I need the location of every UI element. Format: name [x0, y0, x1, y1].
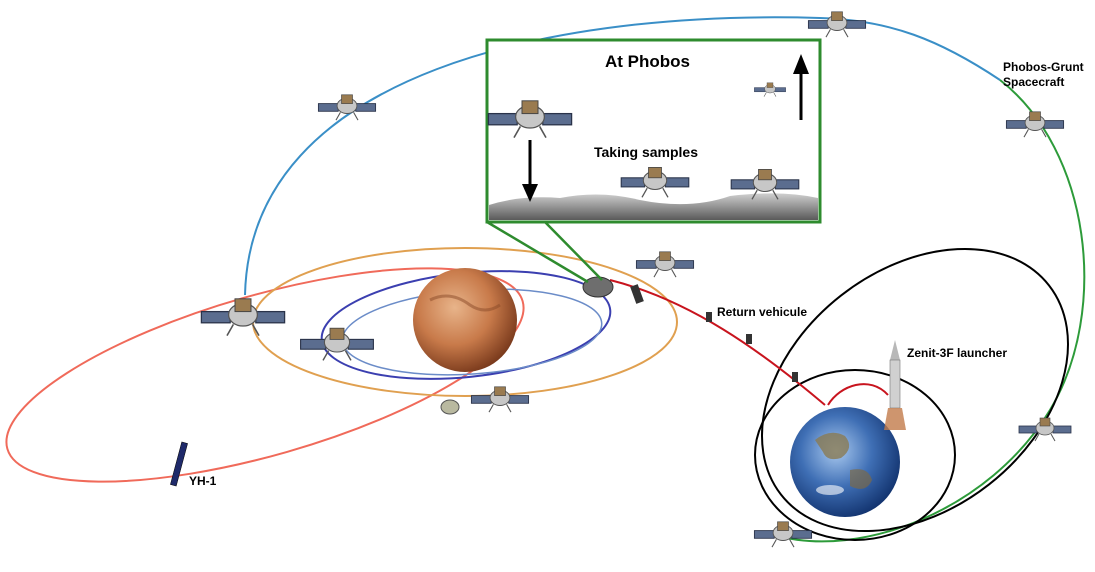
mars-icon [413, 268, 517, 372]
spacecraft-label-line1: Phobos-Grunt [1003, 60, 1084, 74]
transfer-orbit-blue [244, 16, 1001, 296]
phobos-icon [582, 276, 614, 298]
mars-orbit-red [5, 267, 525, 483]
spacecraft-icon [299, 327, 375, 362]
inset-connector-right [544, 221, 603, 281]
return-capsule-icon [746, 334, 752, 344]
return-path [609, 279, 826, 406]
yh1-label: YH-1 [189, 474, 217, 488]
return-capsule-icon [630, 284, 644, 304]
arrow-down-icon [522, 140, 538, 202]
return-capsule-icon [440, 399, 460, 415]
return-vehicle-label: Return vehicule [717, 305, 807, 319]
spacecraft-icon [1005, 111, 1065, 138]
spacecraft-icon [1018, 417, 1072, 442]
rocket-icon [884, 340, 906, 430]
spacecraft-label-line2: Spacecraft [1003, 75, 1064, 89]
taking-samples-label: Taking samples [594, 144, 698, 160]
spacecraft-icon [470, 386, 530, 413]
inset-connector-left [486, 220, 589, 284]
earth-orbit-inner [754, 369, 956, 541]
launcher-label: Zenit-3F launcher [907, 346, 1007, 360]
spacecraft-icon [635, 251, 695, 278]
spacecraft-icon [753, 521, 813, 548]
return-capsule-icon [706, 312, 712, 322]
spacecraft-icon [200, 297, 286, 337]
launch-path [827, 383, 889, 406]
inset-title: At Phobos [605, 52, 690, 71]
spacecraft-icon [807, 11, 867, 38]
phobos-surface [489, 193, 818, 220]
return-capsule-icon [792, 372, 798, 382]
earth-icon [790, 407, 900, 517]
earth-orbit-outer [761, 247, 1069, 533]
yh1-satellite-icon [170, 441, 188, 487]
arrow-up-icon [793, 54, 809, 120]
